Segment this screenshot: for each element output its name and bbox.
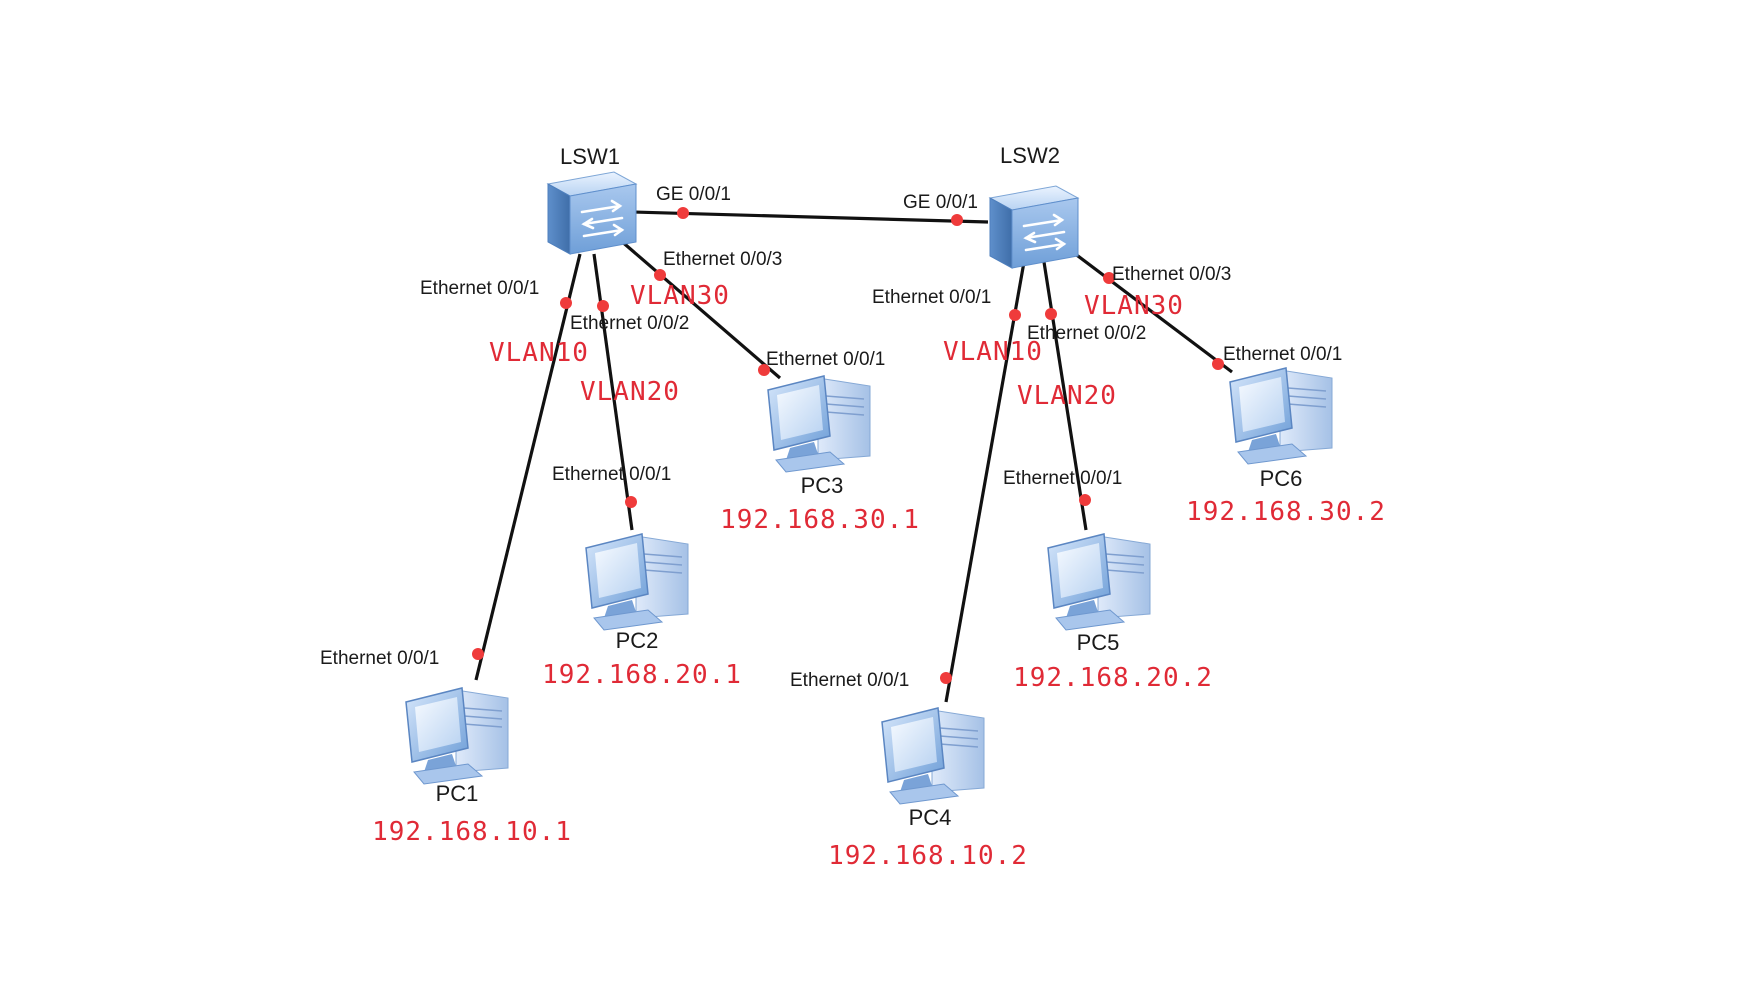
switch-port-label-l5: Ethernet 0/0/2: [1027, 323, 1146, 344]
pc6-name-label: PC6: [1260, 466, 1303, 491]
pc-port-label-l4: Ethernet 0/0/1: [790, 670, 909, 691]
link-l4: [944, 261, 1026, 703]
switch-port-label-l3: Ethernet 0/0/3: [663, 249, 782, 270]
pc1-name-label: PC1: [436, 781, 479, 806]
pc6-ip-label: 192.168.30.2: [1186, 497, 1386, 527]
port-dot-l4-pc: [940, 672, 952, 684]
vlan-label-l2: VLAN20: [580, 377, 680, 407]
vlan-label-l1: VLAN10: [489, 338, 589, 368]
pc-port-label-l3: Ethernet 0/0/1: [766, 349, 885, 370]
link-l1: [474, 253, 582, 681]
pc-port-label-l2: Ethernet 0/0/1: [552, 464, 671, 485]
switch-port-label-l1: Ethernet 0/0/1: [420, 278, 539, 299]
vlan-label-l5: VLAN20: [1017, 381, 1117, 411]
switch-port-label-l6: Ethernet 0/0/3: [1112, 264, 1231, 285]
lsw2-switch-icon[interactable]: [988, 184, 1080, 270]
links-layer: [474, 210, 1233, 703]
vlan-label-l3: VLAN30: [630, 281, 730, 311]
vlan-label-l6: VLAN30: [1084, 291, 1184, 321]
pc4-pc-icon[interactable]: [881, 707, 985, 805]
link-l2: [592, 253, 634, 531]
link-l3: [618, 238, 782, 380]
port-dot-l4-switch: [1009, 309, 1021, 321]
port-dot-l2-switch: [597, 300, 609, 312]
port-dot-l1-pc: [472, 648, 484, 660]
port-dot-l6-switch: [1103, 272, 1115, 284]
pc1-pc-icon[interactable]: [405, 687, 509, 785]
port-dot-l1-switch: [560, 297, 572, 309]
port-dot-l3-pc: [758, 364, 770, 376]
pc4-name-label: PC4: [909, 805, 952, 830]
lsw2-trunk-port-label: GE 0/0/1: [903, 192, 978, 213]
lsw1-trunk-port-label: GE 0/0/1: [656, 184, 731, 205]
switch-port-label-l4: Ethernet 0/0/1: [872, 287, 991, 308]
lsw1-name-label: LSW1: [560, 144, 620, 169]
pc2-ip-label: 192.168.20.1: [542, 660, 742, 690]
pc2-name-label: PC2: [616, 628, 659, 653]
link-l5: [1042, 261, 1088, 531]
pc5-ip-label: 192.168.20.2: [1013, 663, 1213, 693]
pc4-ip-label: 192.168.10.2: [828, 841, 1028, 871]
lsw1-switch-icon[interactable]: [546, 170, 638, 256]
port-dot-l5-switch: [1045, 308, 1057, 320]
pc-port-label-l5: Ethernet 0/0/1: [1003, 468, 1122, 489]
pc6-pc-icon[interactable]: [1229, 367, 1333, 465]
pc3-pc-icon[interactable]: [767, 375, 871, 473]
port-dot-l5-pc: [1079, 494, 1091, 506]
pc5-name-label: PC5: [1077, 630, 1120, 655]
switch-port-label-l2: Ethernet 0/0/2: [570, 313, 689, 334]
port-dot-l3-switch: [654, 269, 666, 281]
port-dot-l2-pc: [625, 496, 637, 508]
pc-port-label-l6: Ethernet 0/0/1: [1223, 344, 1342, 365]
port-dot-lsw1-ge: [677, 207, 689, 219]
pc2-pc-icon[interactable]: [585, 533, 689, 631]
pc1-ip-label: 192.168.10.1: [372, 817, 572, 847]
port-dot-lsw2-ge: [951, 214, 963, 226]
port-dot-l6-pc: [1212, 358, 1224, 370]
link-l6: [1069, 248, 1233, 374]
pc5-pc-icon[interactable]: [1047, 533, 1151, 631]
pc3-name-label: PC3: [801, 473, 844, 498]
lsw2-name-label: LSW2: [1000, 143, 1060, 168]
trunk-link: [631, 210, 989, 224]
ports-layer: [472, 207, 1224, 684]
vlan-label-l4: VLAN10: [943, 337, 1043, 367]
pc-port-label-l1: Ethernet 0/0/1: [320, 648, 439, 669]
pc3-ip-label: 192.168.30.1: [720, 505, 920, 535]
